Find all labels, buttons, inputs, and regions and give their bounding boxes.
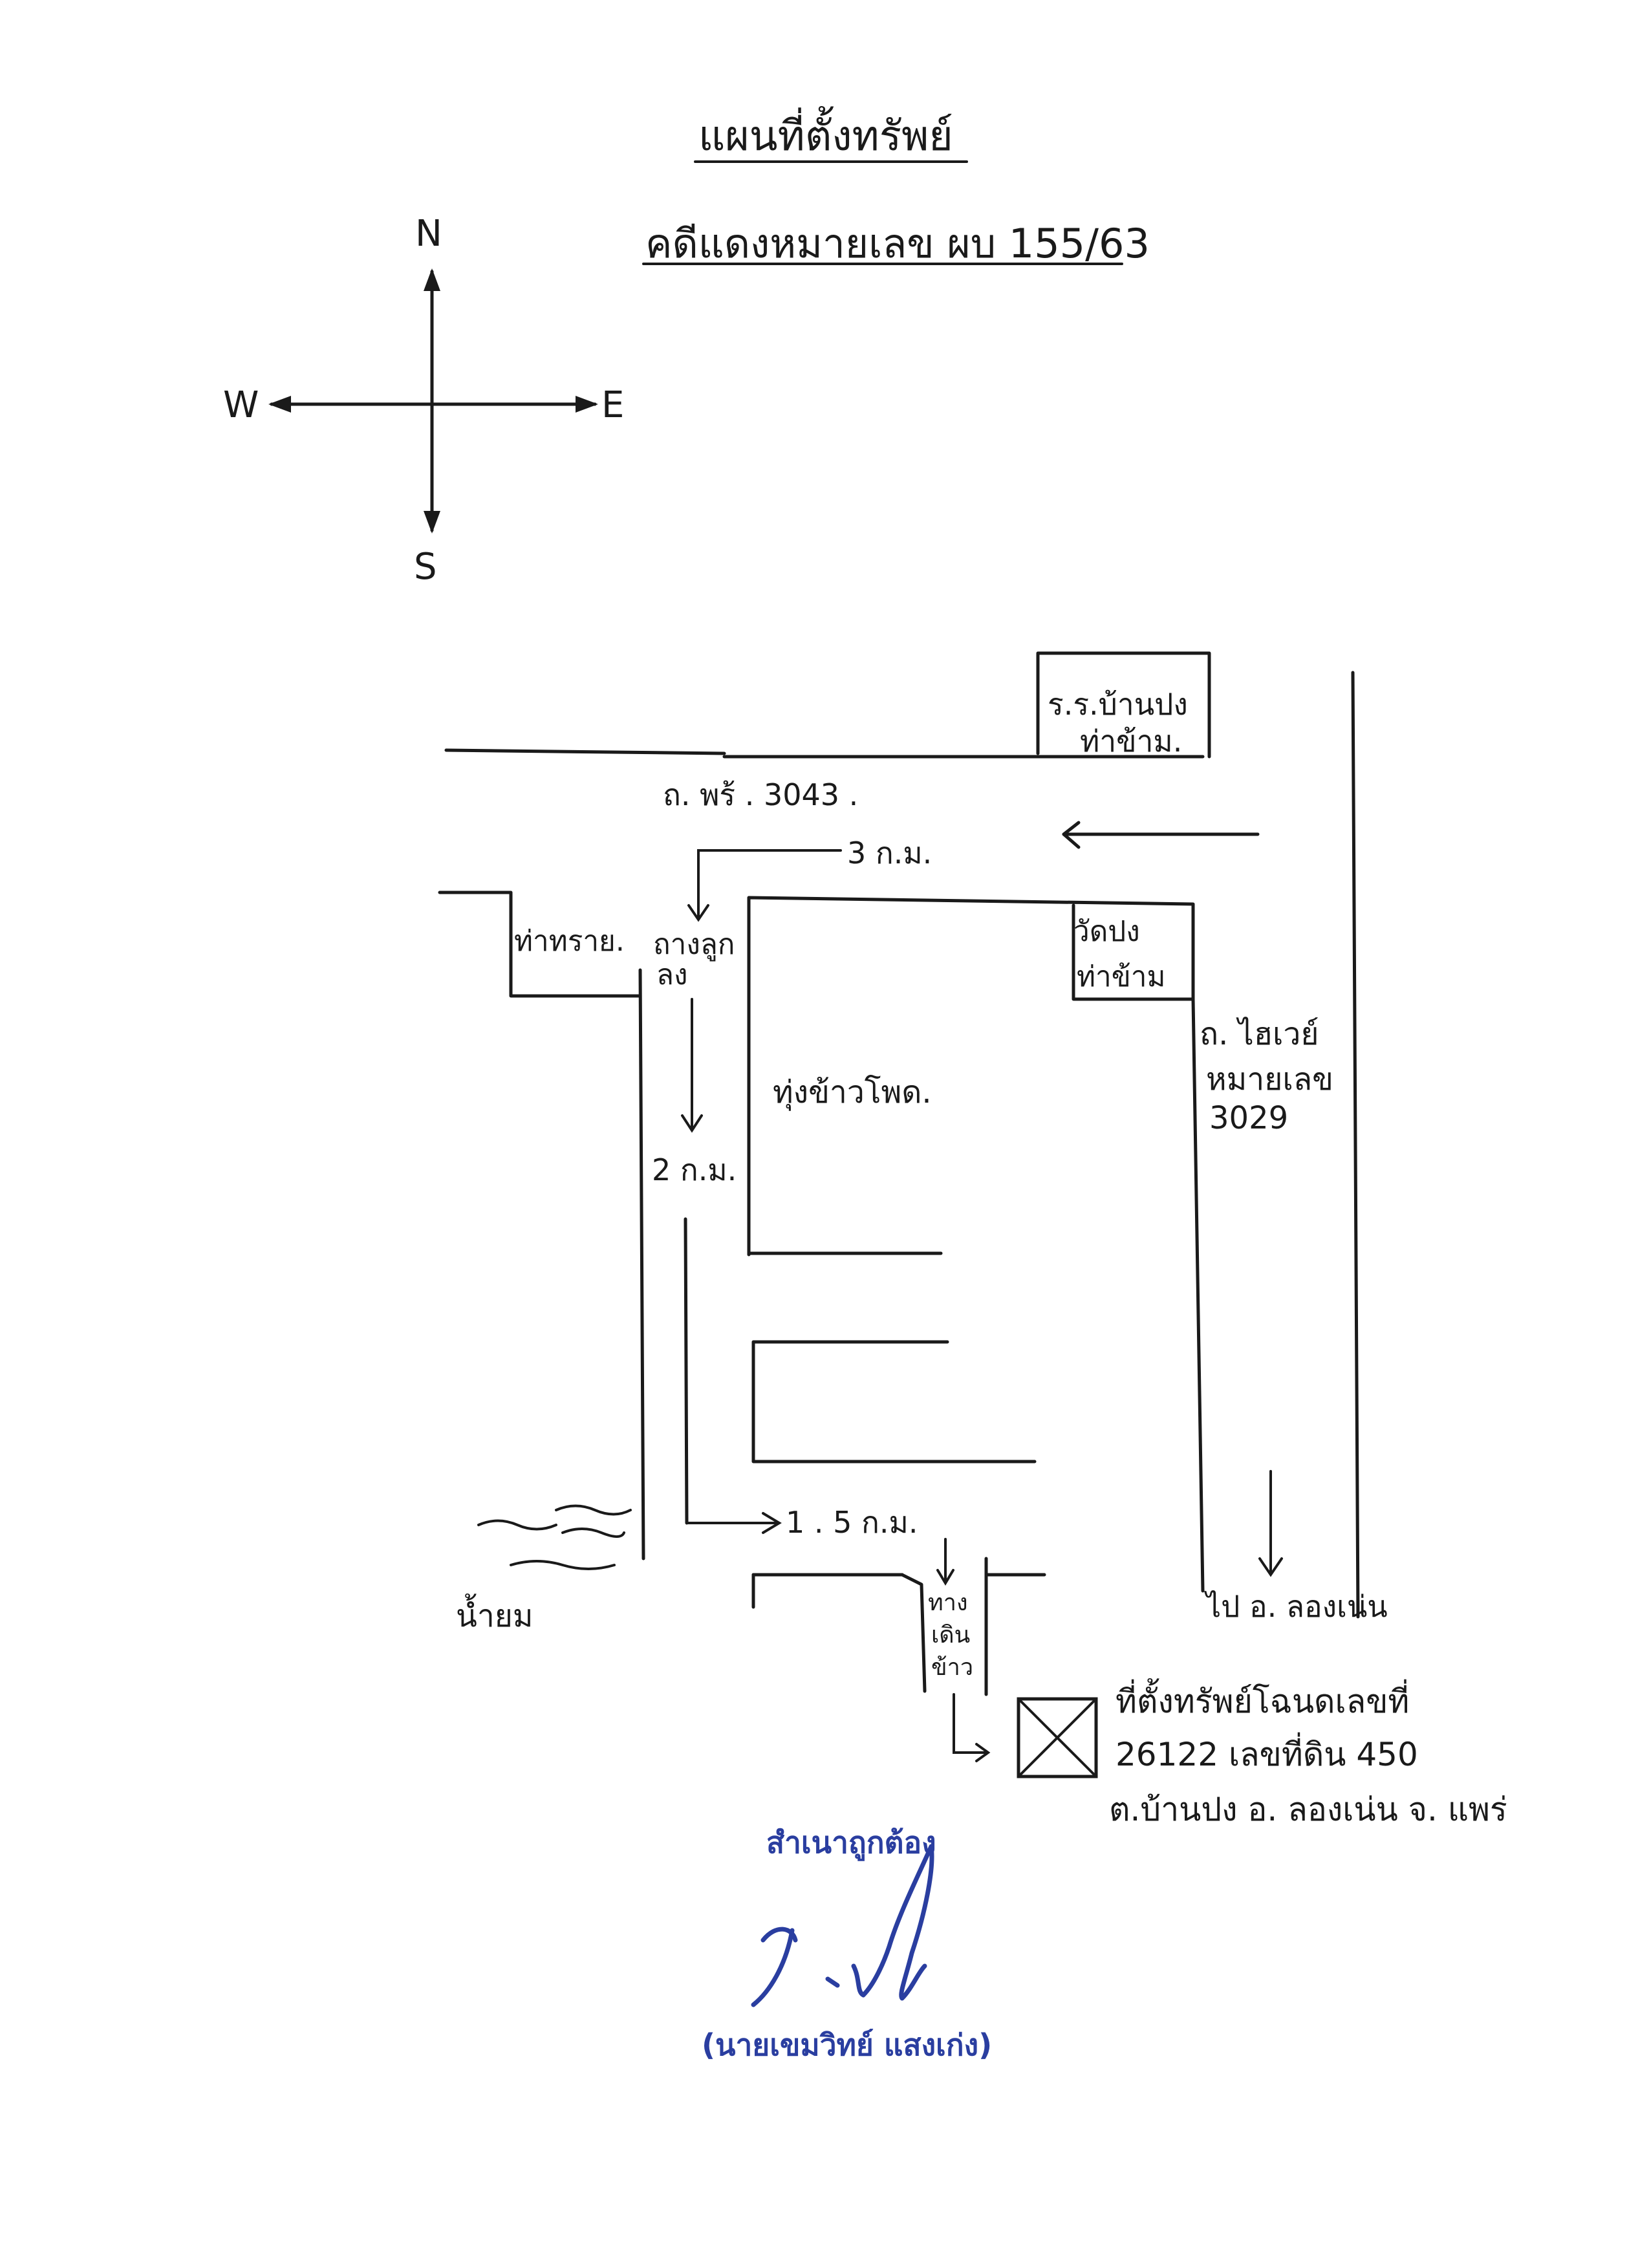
unpaved-road-label-line-2: ลง xyxy=(656,958,687,991)
road-2km-arrow-head-icon xyxy=(681,1114,703,1133)
east-arrow-icon xyxy=(576,396,598,413)
footpath-west-edge xyxy=(900,1573,927,1693)
map-title: แผนที่ตั้งทรัพย์ xyxy=(698,106,953,160)
highway-label-line-1: ถ. ไฮเวย์ xyxy=(1200,1016,1319,1052)
footpath-arrow-down-head-icon xyxy=(936,1569,954,1586)
footpath-label-line-2: เดิน xyxy=(931,1622,970,1648)
map-labels: ร.ร.บ้านปง ท่าข้าม. ถ. พร้ . 3043 . 3 ก.… xyxy=(456,687,1507,1828)
school-label-line-2: ท่าข้าม. xyxy=(1080,724,1182,759)
highway-label-line-2: หมายเลข xyxy=(1206,1061,1333,1097)
header: แผนที่ตั้งทรัพย์ คดีแดงหมายเลข ผบ 155/63 xyxy=(642,106,1150,267)
property-pointer-arrow-head-icon xyxy=(975,1743,991,1762)
lower-block xyxy=(751,1573,781,1609)
school-box xyxy=(1036,651,1211,759)
highway-east-edge xyxy=(1351,671,1360,1619)
footpath-label-line-3: ข้าว xyxy=(931,1654,973,1681)
compass-east-label: E xyxy=(601,384,624,426)
sand-pit-road-edge xyxy=(638,968,645,1561)
compass-south-label: S xyxy=(414,546,437,588)
school-label-line-1: ร.ร.บ้านปง xyxy=(1048,687,1188,722)
property-note-line-1: ที่ตั้งทรัพย์โฉนดเลขที่ xyxy=(1116,1678,1409,1720)
footpath-label-line-1: ทาง xyxy=(928,1590,968,1616)
road-3043-line xyxy=(444,748,726,755)
distance-1-5km-label: 1 . 5 ก.ม. xyxy=(786,1505,918,1540)
compass-west-label: W xyxy=(223,384,259,426)
river-wave-icon xyxy=(477,1504,632,1570)
property-note-line-2: 26122 เลขที่ดิน 450 xyxy=(1116,1733,1418,1773)
temple-label-line-1: วัดปง xyxy=(1073,915,1140,948)
case-number: คดีแดงหมายเลข ผบ 155/63 xyxy=(645,220,1150,267)
highway-label-line-3: 3029 xyxy=(1209,1100,1288,1136)
west-arrow-icon xyxy=(268,396,291,413)
cornfield-block xyxy=(747,896,1195,1257)
sand-pit-box xyxy=(438,891,642,998)
certified-copy-stamp: สำเนาถูกต้อง xyxy=(766,1825,936,1861)
river-label: น้ำยม xyxy=(456,1593,534,1634)
unpaved-road-label-line-1: ถางลูก xyxy=(653,928,735,962)
turn-arrow-3km-head-icon xyxy=(687,904,709,922)
map-drawing xyxy=(438,651,1360,1778)
to-district-label: ไป อ. ลองเน่น xyxy=(1203,1589,1388,1624)
north-arrow-icon xyxy=(424,268,440,291)
temple-label-line-2: ท่าข้าม xyxy=(1077,960,1166,993)
signature-icon xyxy=(751,1844,934,2007)
signer-name: (นายเขมวิทย์ แสงเก่ง) xyxy=(702,2027,992,2062)
turn-arrow-3km xyxy=(697,849,842,920)
road-center-line xyxy=(684,1217,689,1525)
south-arrow-icon xyxy=(424,511,440,534)
certification-block: สำเนาถูกต้อง (นายเขมวิทย์ แสงเก่ง) xyxy=(702,1825,992,2062)
highway-west-edge xyxy=(1191,997,1205,1593)
compass-rose: N S E W xyxy=(223,213,624,588)
property-note-line-3: ต.บ้านปง อ. ลองเน่น จ. แพร่ xyxy=(1109,1791,1507,1828)
property-pointer-arrow xyxy=(953,1693,987,1754)
distance-3km-label: 3 ก.ม. xyxy=(847,836,932,870)
road-3043-label: ถ. พร้ . 3043 . xyxy=(663,777,858,812)
sand-pit-label: ท่าทราย. xyxy=(514,925,625,958)
cornfield-label: ทุ่งข้าวโพด. xyxy=(773,1074,932,1111)
road-direction-arrow-icon xyxy=(1062,821,1081,849)
distance-2km-label: 2 ก.ม. xyxy=(652,1152,737,1187)
compass-north-label: N xyxy=(415,213,442,255)
district-arrow-head-icon xyxy=(1258,1557,1283,1577)
property-marker-icon xyxy=(1017,1697,1098,1778)
cornfield-second-block xyxy=(751,1340,1037,1463)
turn-arrow-1-5km-head-icon xyxy=(762,1512,782,1534)
